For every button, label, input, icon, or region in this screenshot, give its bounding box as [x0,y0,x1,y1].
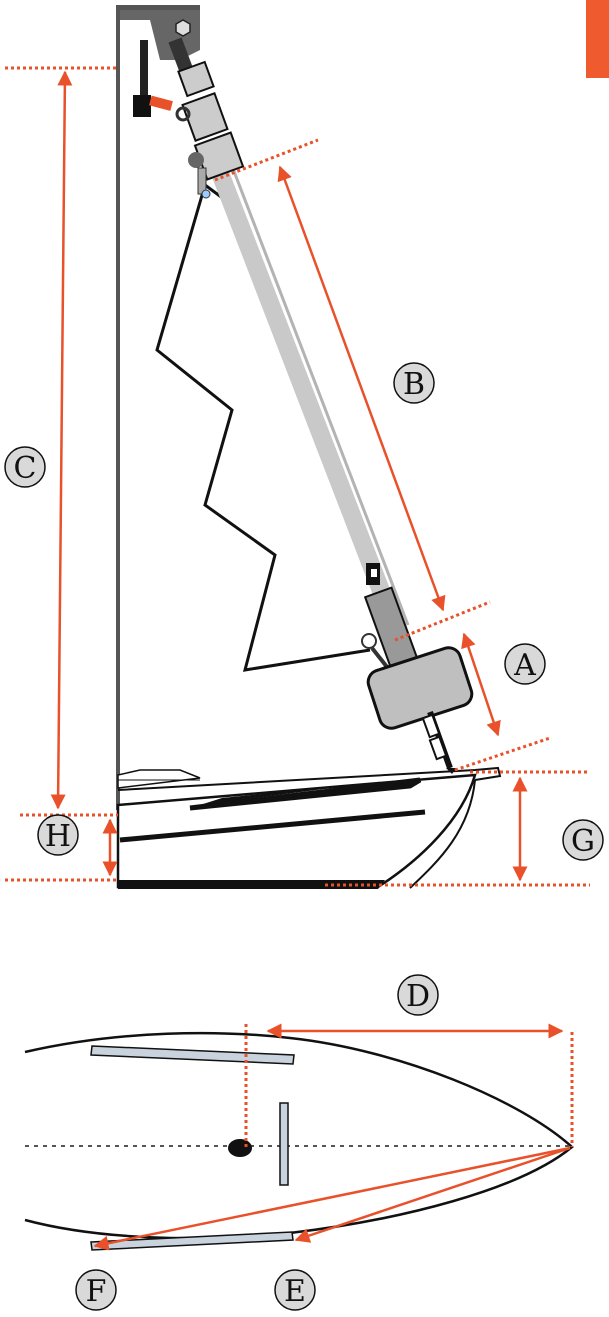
dim-b-bottom-ext [394,600,491,642]
dim-b-arrow [277,165,446,612]
label-b: B [393,362,435,404]
port-track [90,1045,295,1065]
label-g-text: G [571,824,595,859]
label-d-text: D [406,979,430,1014]
label-a: A [504,643,546,685]
top-view [24,1023,574,1251]
label-e-text: E [284,1274,306,1309]
mast [116,5,200,810]
dim-e-arrow [294,1146,571,1243]
jib-sail [155,184,371,672]
dim-a-bottom-ext [454,736,551,772]
starboard-track [90,1231,294,1251]
label-h: H [37,814,79,856]
label-b-text: B [403,367,425,402]
side-view [5,5,590,889]
masthead-bolt-icon [175,19,191,37]
label-c: C [4,446,46,488]
corner-tab [586,0,609,78]
halyard-lock-icon [133,95,151,117]
label-f: F [75,1269,117,1311]
shackle-icon [421,710,453,770]
dim-c-arrow [50,70,73,810]
mast-step [228,1139,252,1157]
label-h-text: H [45,819,71,854]
sheer-stripe [189,777,422,811]
label-c-text: C [14,451,37,486]
label-f-text: F [86,1274,107,1309]
swivel-icon [168,37,245,199]
traveler-track [279,1102,289,1186]
hull-outline-top [24,1031,574,1240]
label-e: E [274,1269,316,1311]
bottom-stripe [118,880,385,889]
hull [116,766,502,889]
label-g: G [562,819,604,861]
label-a-text: A [513,648,536,683]
dim-b-top-ext [214,138,319,182]
dim-f-arrow [93,1146,571,1251]
label-d: D [397,974,439,1016]
dim-a-arrow [461,632,501,737]
chainplate-icon [446,768,456,774]
waterline-stripe [119,809,426,843]
